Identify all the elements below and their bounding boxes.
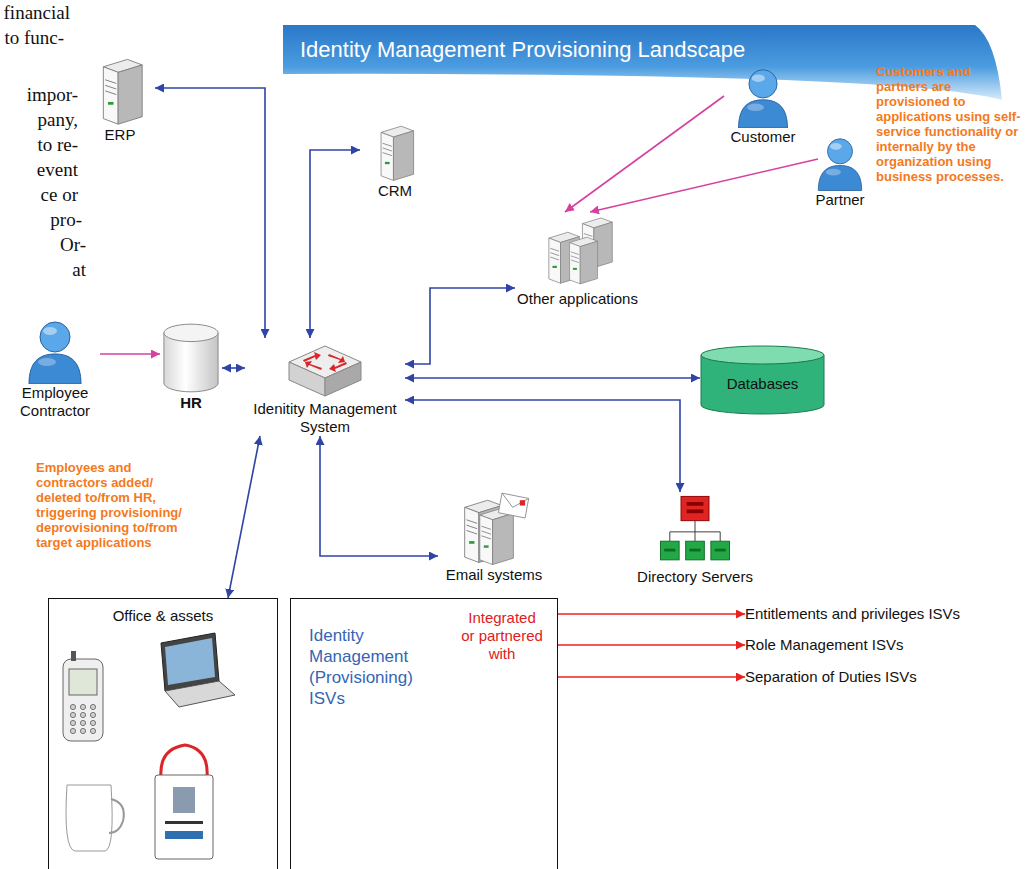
icon (284, 338, 366, 400)
text-fragment: Or- (0, 234, 86, 256)
icon (734, 66, 792, 128)
identity-hub: Idenitity Management System (245, 338, 405, 436)
hr-database: HR (160, 322, 222, 412)
connector-arrow (405, 377, 700, 379)
note-text: Customers and partners are provisioned t… (876, 64, 1022, 184)
diagram-title: Identity Management Provisioning Landsca… (300, 37, 745, 63)
node-label: Employee Contractor (10, 384, 100, 420)
vendor-box: Identity Management (Provisioning) ISVs I… (290, 598, 558, 869)
icon (538, 212, 618, 290)
note-text: Employees and contractors added/ deleted… (36, 460, 202, 550)
connector-arrow (558, 676, 745, 678)
vendor-item: Entitlements and privileges ISVs (745, 605, 1020, 623)
node-label: Identity Management (Provisioning) ISVs (309, 625, 441, 709)
connector-arrow (228, 436, 260, 598)
node-label: Integrated or partnered with (461, 609, 543, 663)
node-label: Email systems (438, 566, 550, 584)
connector-arrow (310, 150, 360, 338)
text-fragment: to re- (0, 134, 78, 156)
text-fragment: pro- (0, 209, 82, 231)
database-cylinder: Databases (700, 345, 825, 415)
connector-arrow (155, 88, 265, 338)
text-fragment: pany, (0, 109, 78, 131)
connector-arrow (565, 96, 724, 212)
node-label: Other applications (515, 290, 640, 308)
connector-arrow (590, 159, 818, 212)
employee-actor: Employee Contractor (10, 318, 100, 420)
node-label: Idenitity Management System (245, 400, 405, 436)
node-label: Role Management ISVs (745, 636, 1020, 654)
icon (653, 492, 737, 568)
node-label: Customer (720, 128, 806, 146)
node-label: Partner (810, 191, 870, 209)
connector-arrow (320, 436, 438, 556)
icon (370, 120, 420, 182)
text-fragment: ce or (0, 184, 78, 206)
node-label: Databases (727, 367, 799, 393)
node-label: Office & assets (49, 607, 277, 625)
text-fragment: impor- (0, 84, 78, 106)
icon (162, 322, 220, 394)
icon (25, 318, 85, 384)
erp-server: ERP (85, 52, 155, 144)
node-label: Directory Servers (635, 568, 755, 586)
icon (815, 135, 865, 191)
text-fragment: event (0, 159, 78, 181)
connector-arrow (558, 644, 745, 646)
office-illustration (49, 599, 277, 869)
crm-server: CRM (360, 120, 430, 200)
connector-arrow (405, 288, 515, 364)
application-servers: Other applications (515, 212, 640, 308)
node-label: ERP (85, 126, 155, 144)
node-label: CRM (360, 182, 430, 200)
node-label: Entitlements and privileges ISVs (745, 605, 1020, 623)
vendor-item: Role Management ISVs (745, 636, 1020, 654)
text-fragment: to func- (0, 27, 64, 49)
icon (452, 486, 536, 566)
directory-tree: Directory Servers (635, 492, 755, 586)
connector-arrow (222, 367, 245, 369)
icon (91, 52, 149, 126)
email-servers: Email systems (438, 486, 550, 584)
connector-arrow (558, 613, 745, 615)
connector-arrow (100, 353, 160, 355)
office-box: Office & assets (48, 598, 278, 869)
vendor-item: Separation of Duties ISVs (745, 668, 1020, 686)
customer-actor: Customer (720, 66, 806, 146)
connector-arrow (405, 400, 680, 492)
node-label: HR (160, 394, 222, 412)
text-fragment: financial (0, 2, 70, 24)
text-fragment: at (0, 259, 86, 281)
node-label: Separation of Duties ISVs (745, 668, 1020, 686)
partner-actor: Partner (810, 135, 870, 209)
